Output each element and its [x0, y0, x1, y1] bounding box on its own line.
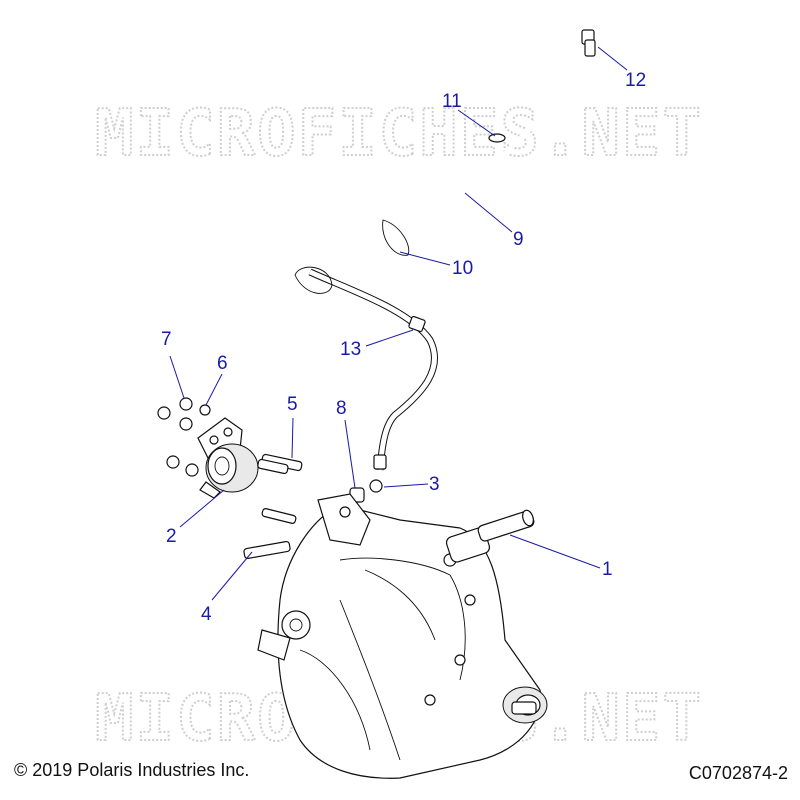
callout-6: 6	[217, 353, 228, 374]
callout-13: 13	[340, 339, 361, 360]
callout-7: 7	[161, 329, 172, 350]
callouts: 1 2 3 4 5 6 7 8 9 10 11 12 13	[161, 70, 646, 625]
nuts	[157, 397, 211, 477]
callout-3: 3	[429, 474, 440, 495]
copyright-notice: © 2019 Polaris Industries Inc.	[14, 760, 250, 780]
callout-2: 2	[166, 526, 177, 547]
hose-clamp-11	[488, 133, 506, 143]
hose-clamp-13	[408, 315, 426, 333]
callout-5: 5	[287, 394, 298, 415]
callout-4: 4	[201, 604, 212, 625]
callout-1: 1	[602, 559, 613, 580]
watermark-top: MICROFICHES.NET	[95, 97, 703, 171]
bolts	[243, 453, 303, 560]
vent-hose	[308, 58, 588, 471]
hose-retainer	[382, 219, 410, 256]
callout-10: 10	[452, 258, 473, 279]
hose-end-clip	[369, 479, 383, 493]
callout-9: 9	[513, 229, 524, 250]
callout-8: 8	[336, 398, 347, 419]
hose-fitting	[581, 29, 596, 57]
leader-lines	[169, 46, 628, 601]
callout-12: 12	[625, 70, 646, 91]
callout-11: 11	[442, 91, 462, 112]
transmission	[257, 493, 548, 779]
drawing-number: C0702874-2	[688, 763, 788, 783]
mount-bushing	[197, 417, 259, 499]
